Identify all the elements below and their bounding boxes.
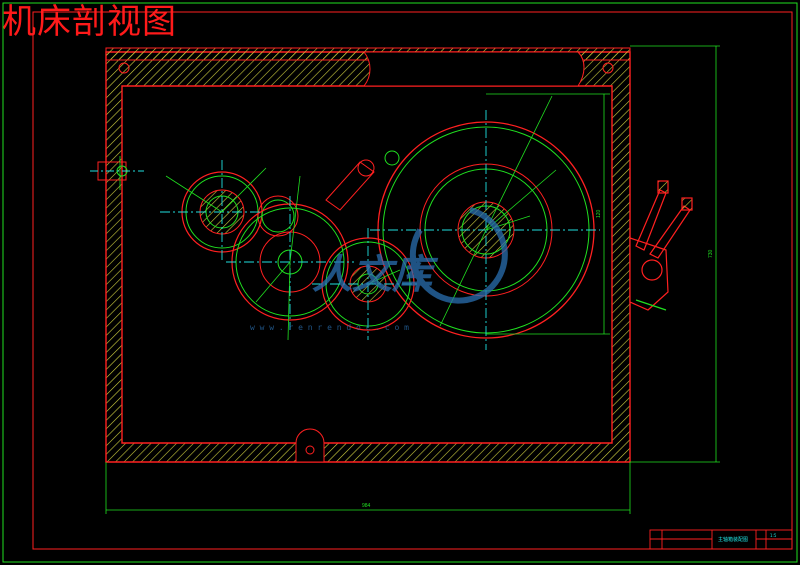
dimension-small-label: 120	[596, 209, 602, 218]
inner-border	[32, 11, 793, 550]
dimension-width-label: 984	[362, 503, 371, 509]
watermark-text: 人文库	[312, 252, 439, 298]
watermark-url: w w w . r e n r e n d o c . c o m	[250, 323, 409, 332]
title-block-scale: 1:5	[770, 533, 777, 538]
linkage-arm	[325, 150, 400, 211]
title-block	[649, 529, 793, 550]
title-block-name: 主轴箱装配图	[718, 536, 748, 543]
housing-section	[90, 47, 631, 463]
dimension-height-label: 730	[708, 249, 714, 258]
drawing-title: 机床剖视图	[2, 2, 177, 42]
control-levers	[629, 180, 693, 311]
watermark: 人文库 w w w . r e n r e n d o c . c o m	[250, 207, 508, 332]
